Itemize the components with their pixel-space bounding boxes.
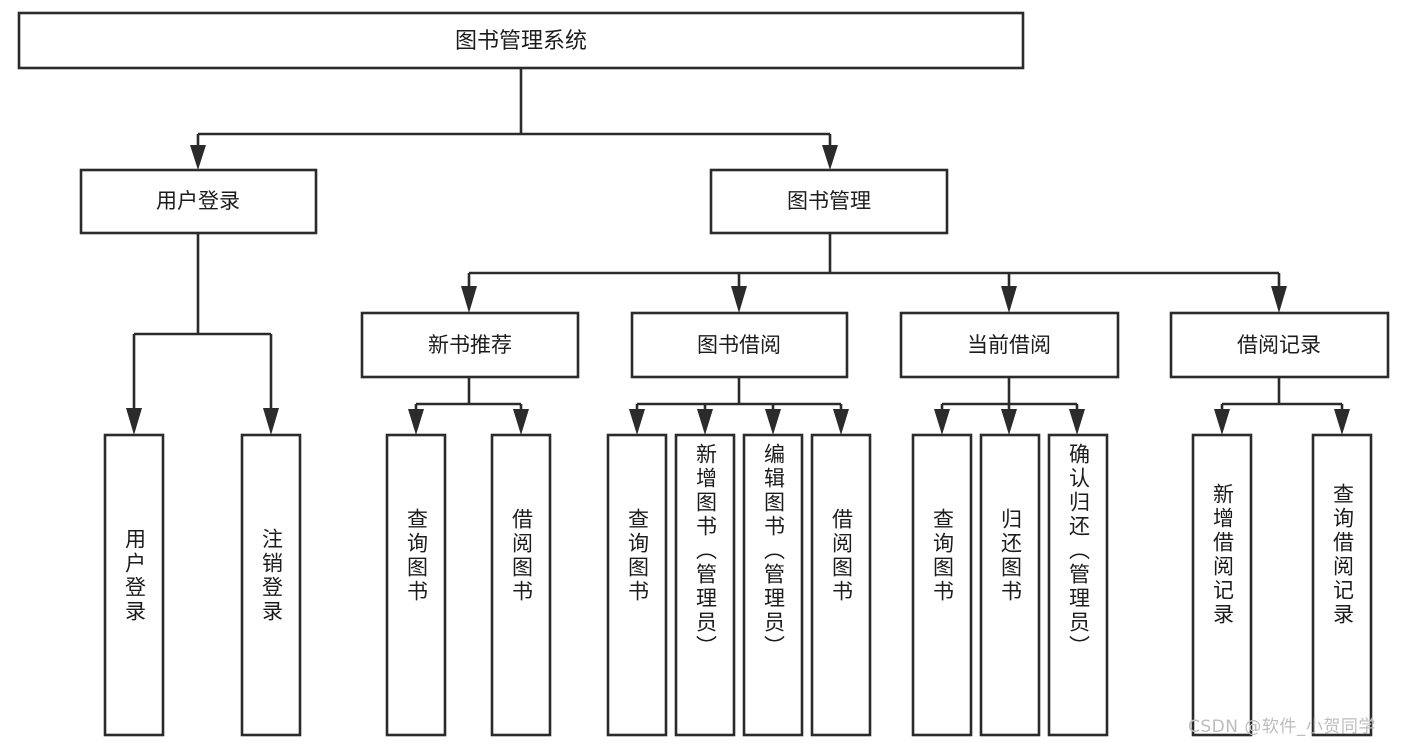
connector-group-new-book-leaves [408,377,529,435]
node-box-leaf-cb-confirm-return[interactable] [1047,433,1109,737]
node-box-leaf-nb-borrow-book[interactable] [490,433,552,737]
arrowhead-cb-confirm-return [1069,409,1085,435]
label-book-management: 图书管理 [787,189,871,213]
watermark-text: CSDN @软件_小贺同学 [1188,717,1376,737]
node-box-leaf-bb-query-book[interactable] [606,433,668,737]
node-box-leaf-user-login[interactable] [103,433,165,737]
arrowhead-nb-borrow-book [513,409,529,435]
connector-group-borrow-record-leaves [1214,377,1350,435]
connector-group-booksys-to-level3 [461,233,1287,313]
arrowhead-leaf-user-login [126,408,142,435]
label-new-book-recommend: 新书推荐 [428,333,512,357]
node-box-leaf-nb-query-book[interactable] [385,433,447,737]
node-box-new-book-recommend[interactable] [360,311,580,379]
node-box-root-book-management-system[interactable] [17,11,1025,70]
arrowhead-bb-edit-book [765,409,781,435]
arrowhead-cb-query-book [934,409,950,435]
connector-group-book-borrow-leaves [629,377,849,435]
arrowhead-bb-add-book [697,409,713,435]
node-box-leaf-br-query-record[interactable] [1311,433,1373,737]
node-box-user-login[interactable] [79,168,318,235]
node-box-current-borrow[interactable] [899,311,1120,379]
arrowhead-bb-query-book [629,409,645,435]
arrowhead-book-manage [822,145,838,170]
arrowhead-borrow-record [1271,286,1287,313]
connector-group-current-borrow-leaves [934,377,1085,435]
node-box-borrow-record[interactable] [1169,311,1390,379]
arrowhead-user-login [190,145,206,170]
arrowhead-br-add-record [1214,409,1230,435]
connector-group-user-login-leaves [126,233,279,435]
label-root-book-management-system: 图书管理系统 [455,29,587,54]
node-box-leaf-bb-borrow-book[interactable] [810,433,872,737]
arrowhead-current-borrow [1001,286,1017,313]
node-box-leaf-cb-query-book[interactable] [911,433,973,737]
arrowhead-new-book [461,286,477,313]
label-current-borrow: 当前借阅 [967,333,1051,357]
label-borrow-record: 借阅记录 [1237,333,1321,357]
arrowhead-br-query-record [1334,409,1350,435]
node-box-book-management[interactable] [709,168,949,235]
arrowhead-book-borrow [731,286,747,313]
label-book-borrow: 图书借阅 [697,333,781,357]
arrowhead-leaf-logout [263,408,279,435]
node-box-leaf-logout[interactable] [240,433,302,737]
arrowhead-cb-return-book [1001,409,1017,435]
connector-group-root-to-level2 [190,68,838,170]
node-box-book-borrow[interactable] [630,311,849,379]
arrowhead-nb-query-book [408,409,424,435]
arrowhead-bb-borrow-book [833,409,849,435]
node-box-leaf-bb-edit-book[interactable] [742,433,804,737]
node-box-leaf-br-add-record[interactable] [1191,433,1253,737]
label-user-login: 用户登录 [156,189,240,213]
node-box-leaf-bb-add-book[interactable] [674,433,736,737]
node-box-leaf-cb-return-book[interactable] [979,433,1041,737]
